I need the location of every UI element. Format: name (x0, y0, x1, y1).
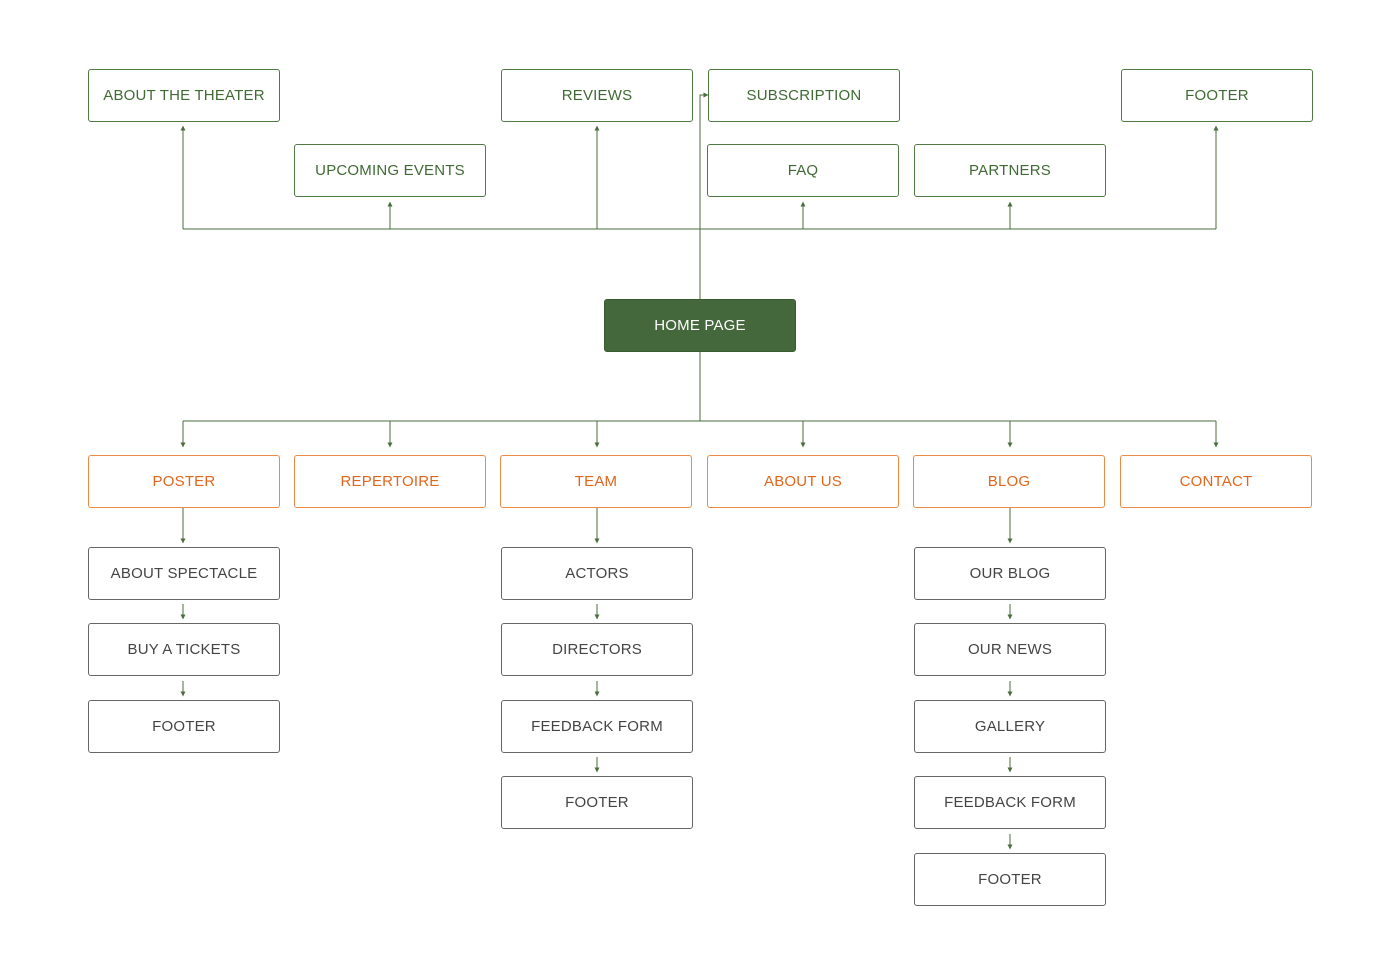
node-about-the-theater: ABOUT THE THEATER (88, 69, 280, 122)
node-blog-footer: FOOTER (914, 853, 1106, 906)
node-contact: CONTACT (1120, 455, 1312, 508)
node-repertoire: REPERTOIRE (294, 455, 486, 508)
node-faq: FAQ (707, 144, 899, 197)
arrow-subscription (699, 92, 709, 229)
node-actors: ACTORS (501, 547, 693, 600)
node-our-blog: OUR BLOG (914, 547, 1106, 600)
node-team-footer: FOOTER (501, 776, 693, 829)
node-about-spectacle: ABOUT SPECTACLE (88, 547, 280, 600)
node-about-us: ABOUT US (707, 455, 899, 508)
node-buy-a-tickets: BUY A TICKETS (88, 623, 280, 676)
node-blog: BLOG (913, 455, 1105, 508)
node-poster: POSTER (88, 455, 280, 508)
node-team: TEAM (500, 455, 692, 508)
node-poster-footer: FOOTER (88, 700, 280, 753)
node-directors: DIRECTORS (501, 623, 693, 676)
node-upcoming-events: UPCOMING EVENTS (294, 144, 486, 197)
node-subscription: SUBSCRIPTION (708, 69, 900, 122)
node-team-feedback-form: FEEDBACK FORM (501, 700, 693, 753)
node-partners: PARTNERS (914, 144, 1106, 197)
node-gallery: GALLERY (914, 700, 1106, 753)
node-footer-top: FOOTER (1121, 69, 1313, 122)
node-reviews: REVIEWS (501, 69, 693, 122)
node-blog-feedback-form: FEEDBACK FORM (914, 776, 1106, 829)
node-home-page: HOME PAGE (604, 299, 796, 352)
node-our-news: OUR NEWS (914, 623, 1106, 676)
